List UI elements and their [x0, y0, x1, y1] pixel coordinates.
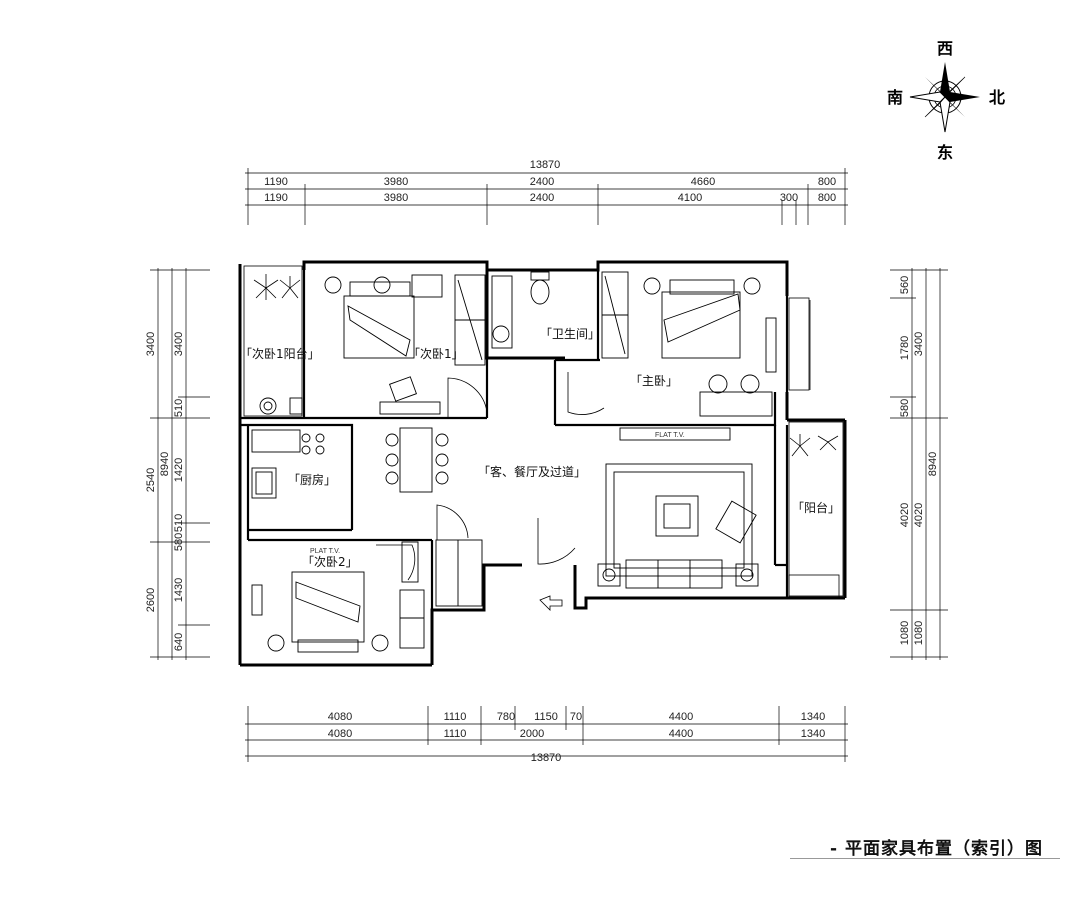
compass-north-label: 北	[989, 88, 1005, 107]
room-label-bedroom1: 「次卧1」	[408, 347, 464, 361]
dim-bottom-6: 4400	[669, 711, 693, 723]
label-plat-tv: PLAT T.V.	[310, 548, 340, 555]
title-underline	[790, 858, 1060, 859]
dim-right-outer-3: 4020	[913, 503, 925, 527]
drawing-title: - 平面家具布置（索引）图	[830, 839, 1043, 859]
door-swings	[376, 372, 605, 581]
interior-walls	[240, 270, 789, 610]
dim-top-3: 2400	[530, 176, 554, 188]
room-label-master-bedroom: 「主卧」	[630, 374, 678, 388]
dim-left-inner-5: 580	[173, 533, 185, 551]
furniture	[251, 271, 777, 653]
dim-bottom-1: 4080	[328, 711, 352, 723]
dim-top-4: 4660	[691, 176, 715, 188]
dim-left-inner-2: 510	[173, 399, 185, 417]
dim-left-inner-7: 640	[173, 633, 185, 651]
room-label-bedroom1-balcony: 「次卧1阳台」	[240, 346, 320, 361]
dim-bottom2-2: 1110	[444, 728, 467, 740]
dim-bottom2-3: 2000	[520, 728, 544, 740]
dim-left-inner-4: 510	[173, 514, 185, 532]
room-label-kitchen: 「厨房」	[288, 472, 336, 487]
compass-east-label: 东	[937, 143, 953, 162]
dim-right-outer-4: 1080	[913, 621, 925, 645]
dim-bottom2-1: 4080	[328, 728, 352, 740]
dim-top2-3: 2400	[530, 192, 554, 204]
label-flat-tv: FLAT T.V.	[655, 432, 685, 439]
left-dimension-texts: 3400 2540 2600 8940 3400 510 1420 510 58…	[145, 332, 185, 651]
bottom-dimension-lines	[245, 706, 848, 762]
entry-arrow-icon	[539, 595, 563, 611]
dim-left-total: 8940	[159, 452, 171, 476]
dim-left-outer-2: 2540	[145, 468, 157, 492]
dim-left-inner-3: 1420	[173, 458, 185, 482]
dim-bottom-7: 1340	[801, 711, 825, 723]
dim-right-inner-2: 1780	[899, 336, 911, 360]
dim-right-inner-3: 580	[899, 399, 911, 417]
dim-right-inner-1: 560	[899, 276, 911, 294]
right-dimension-texts: 560 1780 580 4020 1080 3400 4020 1080 89…	[899, 276, 939, 645]
compass-west-label: 西	[937, 39, 953, 58]
top-dimension-lines	[245, 168, 848, 225]
dim-left-outer-3: 2600	[145, 588, 157, 612]
right-dimension-lines	[890, 268, 948, 660]
dim-top-1: 1190	[264, 176, 288, 188]
dim-top2-4: 4100	[678, 192, 702, 204]
dim-top-5: 800	[818, 176, 836, 188]
plant-icons	[253, 274, 839, 457]
dim-bottom-2: 1110	[444, 711, 467, 723]
dim-top-total: 13870	[530, 159, 561, 171]
dim-bottom2-4: 4400	[669, 728, 693, 740]
dim-top2-5: 300	[780, 192, 798, 204]
room-label-bathroom: 「卫生间」	[540, 327, 600, 341]
balcony-outlines	[243, 265, 844, 598]
dim-bottom2-5: 1340	[801, 728, 825, 740]
compass-south-label: 南	[887, 88, 903, 107]
room-label-living-dining: 「客、餐厅及过道」	[478, 464, 586, 479]
dim-bottom-5: 70	[570, 711, 582, 723]
dim-left-inner-6: 1430	[173, 578, 185, 602]
dim-right-total: 8940	[927, 452, 939, 476]
dim-top2-1: 1190	[264, 192, 288, 204]
dim-bottom-3: 780	[497, 711, 515, 723]
exterior-walls	[238, 260, 847, 667]
dim-top2-2: 3980	[384, 192, 408, 204]
dim-top2-6: 800	[818, 192, 836, 204]
compass-rose-icon	[909, 62, 980, 133]
dim-bottom-total: 13870	[531, 752, 562, 764]
dim-left-outer-1: 3400	[145, 332, 157, 356]
room-label-balcony: 「阳台」	[792, 500, 840, 515]
dim-right-inner-5: 1080	[899, 621, 911, 645]
room-label-bedroom2: 「次卧2」	[302, 555, 358, 569]
left-dimension-lines	[150, 268, 210, 660]
dim-left-inner-1: 3400	[173, 332, 185, 356]
dim-top-2: 3980	[384, 176, 408, 188]
dim-right-outer-1: 3400	[913, 332, 925, 356]
dim-right-inner-4: 4020	[899, 503, 911, 527]
dim-bottom-4: 1150	[534, 711, 558, 723]
